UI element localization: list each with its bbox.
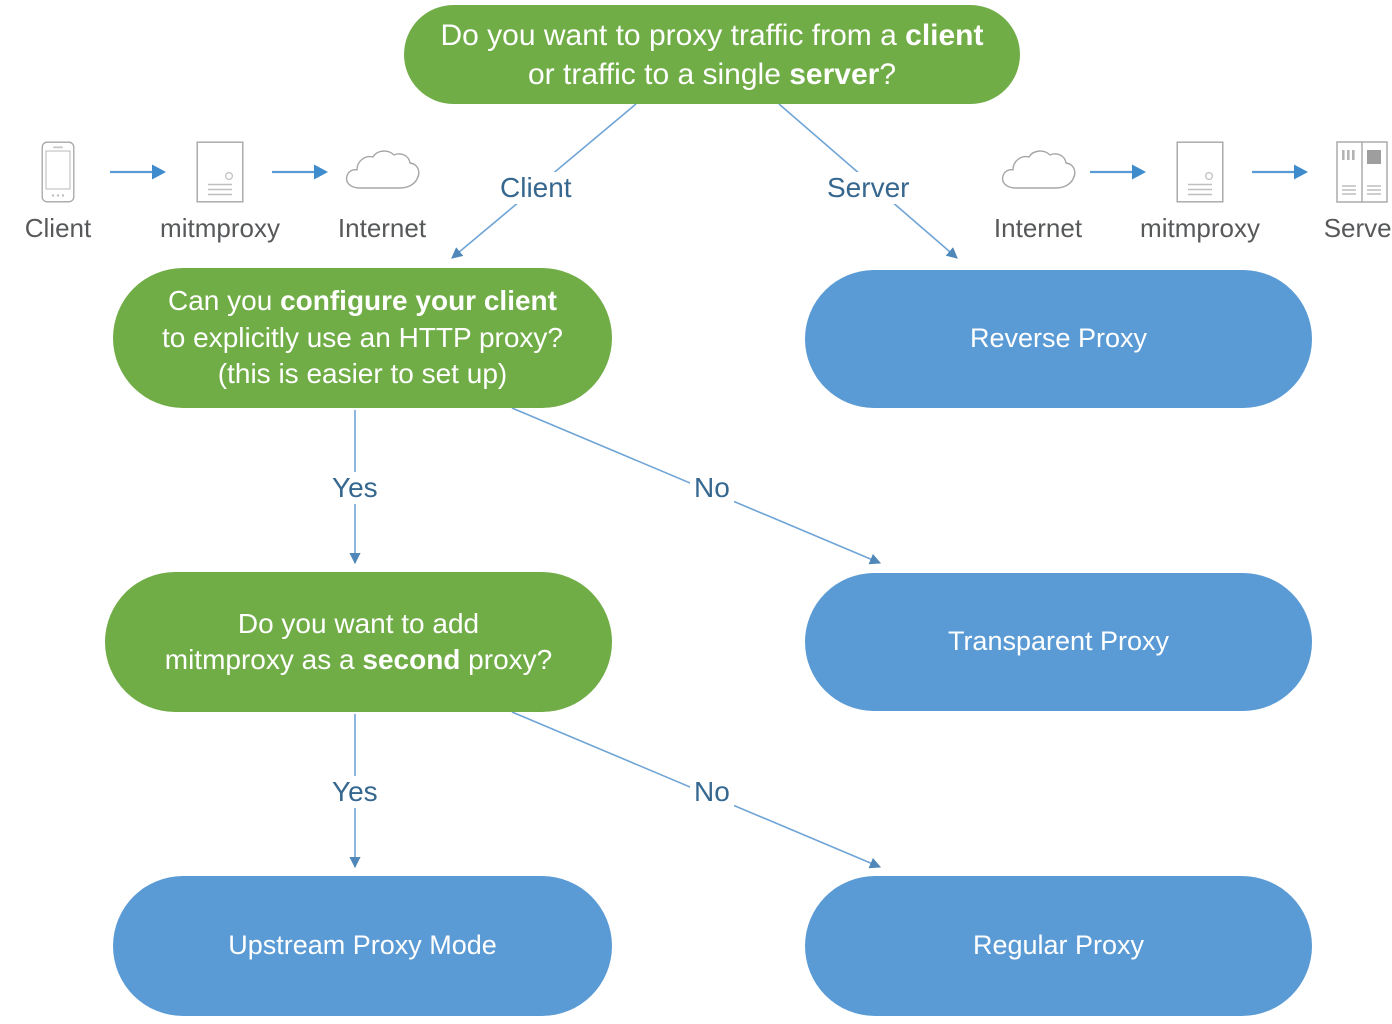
topology-cell-internet: Internet	[330, 133, 434, 244]
topology-caption-mitmproxy-right: mitmproxy	[1140, 213, 1260, 243]
topology-cell-client: Client	[6, 133, 110, 244]
server-rack-icon	[1336, 133, 1388, 211]
outcome-node-reverse-proxy[interactable]: Reverse Proxy	[805, 270, 1312, 408]
outcome-node-transparent-proxy[interactable]: Transparent Proxy	[805, 573, 1312, 711]
cloud-icon	[998, 133, 1078, 211]
outcome-node-regular-proxy-label: Regular Proxy	[972, 930, 1145, 961]
topology-arrow-internet-to-mitmproxy	[1090, 133, 1148, 211]
smartphone-icon	[41, 133, 75, 211]
topology-caption-server: Server	[1323, 213, 1392, 243]
edge-label-client: Client	[496, 172, 576, 204]
edge-label-no-second: No	[690, 776, 734, 808]
topology-cell-internet-right: Internet	[986, 133, 1090, 244]
topology-caption-internet: Internet	[337, 213, 427, 243]
outcome-node-transparent-proxy-label: Transparent Proxy	[947, 626, 1170, 657]
edge-label-yes-configure: Yes	[328, 472, 382, 504]
topology-caption-internet-right: Internet	[993, 213, 1083, 243]
outcome-node-regular-proxy[interactable]: Regular Proxy	[805, 876, 1312, 1016]
document-proxy-icon	[1176, 133, 1224, 211]
outcome-node-reverse-proxy-label: Reverse Proxy	[969, 323, 1148, 354]
topology-arrow-client-to-mitmproxy	[110, 133, 168, 211]
cloud-icon	[342, 133, 422, 211]
topology-caption-client: Client	[24, 213, 92, 243]
topology-diagram-client-side: Client mitmproxy	[6, 133, 434, 244]
topology-arrow-mitmproxy-to-internet	[272, 133, 330, 211]
decision-node-root-label: Do you want to proxy traffic from a clie…	[440, 18, 984, 91]
outcome-node-upstream-proxy-mode[interactable]: Upstream Proxy Mode	[113, 876, 612, 1016]
topology-diagram-server-side: Internet mitmproxy	[986, 133, 1392, 244]
topology-cell-mitmproxy-right: mitmproxy	[1140, 133, 1260, 244]
topology-caption-mitmproxy: mitmproxy	[160, 213, 280, 243]
document-proxy-icon	[196, 133, 244, 211]
edge-label-yes-second: Yes	[328, 776, 382, 808]
decision-node-root[interactable]: Do you want to proxy traffic from a clie…	[404, 5, 1020, 104]
topology-arrow-mitmproxy-to-server	[1252, 133, 1310, 211]
topology-cell-mitmproxy: mitmproxy	[160, 133, 280, 244]
topology-cell-server: Server	[1310, 133, 1392, 244]
edge-label-no-configure: No	[690, 472, 734, 504]
outcome-node-upstream-proxy-mode-label: Upstream Proxy Mode	[228, 930, 497, 961]
edge-label-server: Server	[823, 172, 914, 204]
